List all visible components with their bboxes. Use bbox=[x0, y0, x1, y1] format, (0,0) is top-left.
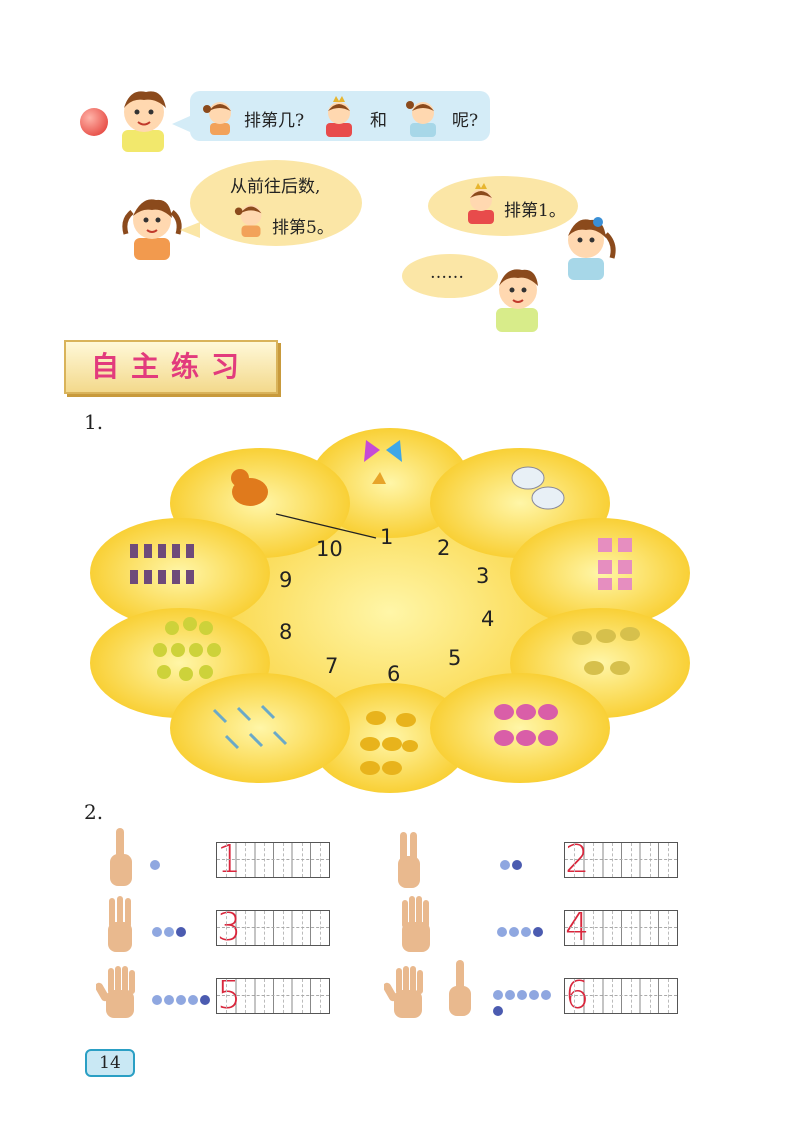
clock-number-10: 10 bbox=[316, 537, 343, 561]
count-dot bbox=[533, 927, 543, 937]
girl-speech-bubble bbox=[190, 160, 362, 246]
girl-crown-small-icon bbox=[326, 96, 352, 137]
girl-small-icon bbox=[203, 102, 231, 135]
exercise-2-number: 2. bbox=[84, 800, 104, 824]
girl-illustration bbox=[122, 199, 182, 260]
right-speech-bubble bbox=[428, 176, 578, 236]
clock-number-5: 5 bbox=[448, 646, 462, 670]
count-dot bbox=[509, 927, 519, 937]
boy-line: …… bbox=[430, 263, 464, 283]
writing-grid-4: 4 bbox=[564, 905, 678, 949]
count-dot bbox=[493, 1006, 503, 1016]
count-dot bbox=[512, 860, 522, 870]
girl-crown-small-icon-2 bbox=[468, 183, 494, 224]
clock-number-2: 2 bbox=[437, 536, 451, 560]
hand-four-fingers-icon bbox=[402, 896, 430, 952]
count-dot bbox=[497, 927, 507, 937]
boy-right-illustration bbox=[496, 269, 538, 332]
page-number: 14 bbox=[85, 1049, 135, 1077]
dots-3 bbox=[152, 922, 188, 941]
dog-icon bbox=[231, 469, 268, 506]
writing-grid-2: 2 bbox=[564, 837, 678, 881]
hand-five-fingers-icon-2 bbox=[384, 966, 423, 1018]
rabbit-icon bbox=[511, 466, 565, 510]
count-dot bbox=[150, 860, 160, 870]
count-dot bbox=[152, 927, 162, 937]
count-dot bbox=[517, 990, 527, 1000]
section-marker-ball bbox=[80, 108, 108, 136]
chick-icon bbox=[153, 617, 221, 681]
dots-5 bbox=[152, 990, 212, 1009]
question-part2: 和 bbox=[370, 111, 387, 131]
dots-6 bbox=[493, 985, 553, 1016]
count-dot bbox=[529, 990, 539, 1000]
count-dot bbox=[500, 860, 510, 870]
section-title-banner: 自主练习 bbox=[64, 340, 278, 394]
boy-speech-bubble bbox=[402, 254, 498, 298]
fish-icon bbox=[360, 711, 418, 775]
writing-grid-1: 1 bbox=[216, 837, 330, 881]
girl-blue-small-icon bbox=[406, 101, 436, 137]
boy-illustration bbox=[122, 91, 166, 152]
count-dot bbox=[164, 995, 174, 1005]
clock-number-1: 1 bbox=[380, 525, 394, 549]
count-dot bbox=[164, 927, 174, 937]
writing-grid-6: 6 bbox=[564, 973, 678, 1017]
count-dot bbox=[176, 927, 186, 937]
girl-line2: 排第5。 bbox=[272, 218, 334, 238]
flower-clock bbox=[90, 428, 690, 793]
count-dot bbox=[521, 927, 531, 937]
girl-right-illustration bbox=[568, 217, 616, 280]
clock-number-7: 7 bbox=[325, 654, 339, 678]
count-dot bbox=[505, 990, 515, 1000]
count-dot bbox=[541, 990, 551, 1000]
question-part1: 排第几? bbox=[244, 111, 305, 131]
count-dot bbox=[200, 995, 210, 1005]
dragonfly-icon bbox=[212, 704, 288, 750]
section-title: 自主练习 bbox=[90, 350, 251, 383]
clock-number-8: 8 bbox=[279, 620, 293, 644]
clock-number-4: 4 bbox=[481, 607, 495, 631]
clock-number-6: 6 bbox=[387, 662, 401, 686]
dots-2 bbox=[500, 855, 524, 874]
deer-icon bbox=[572, 627, 640, 675]
clock-number-9: 9 bbox=[279, 568, 293, 592]
count-dot bbox=[188, 995, 198, 1005]
girl-small-icon-2 bbox=[234, 204, 262, 237]
hand-five-fingers-icon bbox=[96, 966, 135, 1018]
hand-one-finger-icon bbox=[110, 828, 132, 886]
girl-line1: 从前往后数, bbox=[230, 177, 321, 197]
hand-two-fingers-icon bbox=[398, 832, 420, 888]
right-line: 排第1。 bbox=[504, 201, 566, 221]
exercise-1-number: 1. bbox=[84, 410, 104, 434]
butterfly-icon bbox=[364, 440, 402, 484]
bird-icon bbox=[130, 544, 194, 584]
count-dot bbox=[493, 990, 503, 1000]
writing-grid-5: 5 bbox=[216, 973, 330, 1017]
dots-1 bbox=[150, 855, 162, 874]
hand-one-finger-icon-2 bbox=[449, 960, 471, 1016]
dots-4 bbox=[497, 922, 545, 941]
count-dot bbox=[176, 995, 186, 1005]
count-dot bbox=[152, 995, 162, 1005]
cat-icon bbox=[598, 538, 632, 590]
hand-three-fingers-icon bbox=[108, 896, 132, 952]
writing-grid-3: 3 bbox=[216, 905, 330, 949]
clock-number-3: 3 bbox=[476, 564, 490, 588]
pig-icon bbox=[494, 704, 558, 746]
question-part3: 呢? bbox=[452, 111, 479, 131]
